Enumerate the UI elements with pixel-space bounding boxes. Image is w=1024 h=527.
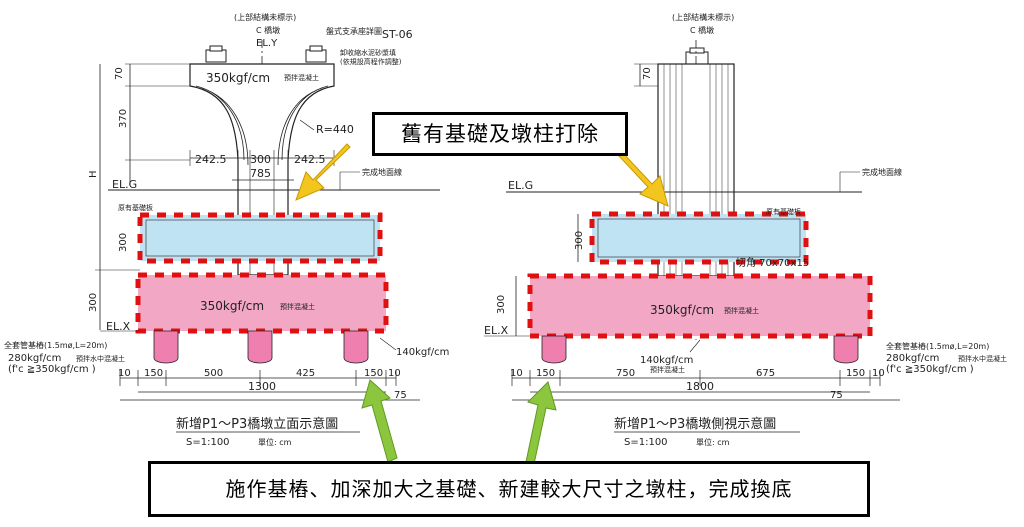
- right-el-x: EL.X: [484, 324, 509, 337]
- right-pile-1: [541, 335, 567, 364]
- left-lean-concrete: 140kgf/cm: [396, 347, 449, 358]
- green-arrow-right: [525, 381, 557, 465]
- right-dim-300-new: 300: [496, 295, 507, 314]
- left-bearing-label: 盤式支承座詳圖: [326, 26, 382, 36]
- right-pile-note-3: (f'c ≧350kgf/cm ): [886, 364, 974, 375]
- right-finished-ground: 完成地面線: [862, 167, 902, 177]
- right-new-footing: [527, 273, 873, 339]
- left-dim-300-width: 300: [250, 153, 271, 166]
- yellow-arrow-right: [617, 151, 669, 207]
- left-el-y: EL.Y: [256, 38, 278, 49]
- left-dim-300-new: 300: [88, 293, 99, 312]
- right-dim-b5: 10: [872, 368, 885, 379]
- left-dim-785: 785: [250, 167, 271, 180]
- left-old-footing: [137, 212, 383, 264]
- right-centerline-label: C 橋墩: [690, 25, 714, 35]
- right-dim-75: 75: [830, 390, 843, 401]
- left-dim-b5: 10: [388, 368, 401, 379]
- right-lean-concrete: 140kgf/cm: [640, 355, 693, 366]
- right-pile-note-2: 280kgf/cm: [886, 353, 939, 364]
- right-bearing: [685, 51, 709, 65]
- left-concrete-footing: 350kgf/cm: [200, 299, 264, 313]
- right-bottom-dims: [511, 370, 900, 401]
- right-piles: [541, 335, 859, 364]
- right-dim-b2: 750: [616, 368, 635, 379]
- right-pile-note-1: 全套管基樁(1.5mø,L=20m): [886, 341, 989, 351]
- left-dim-b2: 500: [204, 368, 223, 379]
- right-dim-300-old: 300: [574, 231, 585, 250]
- left-dim-b3: 425: [296, 368, 315, 379]
- left-title: 新增P1～P3橋墩立面示意圖: [176, 416, 338, 432]
- left-piles: [153, 330, 369, 364]
- left-pile-note-2: 280kgf/cm: [8, 353, 61, 364]
- right-dim-total: 1800: [686, 380, 714, 393]
- left-precast-footing: 預拌混凝土: [280, 302, 315, 311]
- right-old-footing: [589, 211, 809, 265]
- left-pier-note-2: (依規設高程作調整): [340, 57, 402, 66]
- right-superstructure-note: (上部結構未標示): [672, 12, 734, 22]
- left-concrete-top: 350kgf/cm: [206, 71, 270, 85]
- callout-new-construction: 施作基樁、加深加大之基礎、新建較大尺寸之墩柱，完成換底: [148, 461, 870, 517]
- right-old-footing-label: 原有基礎板: [766, 207, 801, 216]
- left-el-x: EL.X: [106, 320, 131, 333]
- right-scale: S=1:100: [624, 437, 668, 448]
- left-bottom-dims: [119, 370, 420, 401]
- left-new-footing: [135, 272, 389, 334]
- right-dim-70: 70: [642, 67, 653, 80]
- callout-demolish-old: 舊有基礎及墩柱打除: [372, 112, 628, 156]
- left-old-footing-label: 原有基礎板: [118, 203, 153, 212]
- right-pile-2: [833, 335, 859, 364]
- right-side-view: (上部結構未標示) C 橋墩 70 EL.G 完成地面線 原有基礎板 300: [484, 12, 1007, 448]
- yellow-arrow-left: [295, 143, 351, 201]
- left-dim-70: 70: [114, 67, 125, 80]
- right-pile-note-2b: 預拌水中混凝土: [958, 354, 1007, 363]
- left-dim-b4: 150: [364, 368, 383, 379]
- left-pier-note-1: 卸收縮水泥砂漿填: [340, 48, 396, 57]
- left-finished-ground: 完成地面線: [362, 167, 402, 177]
- left-bearings: [205, 45, 327, 63]
- yellow-arrows: [295, 143, 669, 207]
- right-title: 新增P1～P3橋墩側視示意圖: [614, 416, 776, 432]
- right-chamfer: 切角 70x70x15: [736, 257, 809, 269]
- right-ground-el: EL.G: [508, 179, 533, 192]
- right-dim-b4: 150: [846, 368, 865, 379]
- left-centerline-label: C 橋墩: [256, 25, 280, 35]
- left-dim-370: 370: [118, 109, 129, 128]
- left-unit: 單位: cm: [258, 437, 292, 447]
- left-pier-lines: [195, 85, 329, 166]
- left-dim-b1: 150: [144, 368, 163, 379]
- green-arrow-left: [361, 379, 398, 463]
- left-scale: S=1:100: [186, 437, 230, 448]
- left-bearing-code: ST-06: [382, 28, 413, 41]
- right-dim-b1: 150: [536, 368, 555, 379]
- left-pile-1: [153, 330, 179, 364]
- left-elevation: (上部結構未標示) C 橋墩 EL.Y 盤式支承座詳圖 ST-06 卸收縮水泥砂…: [4, 12, 449, 448]
- right-dim-b3: 675: [756, 368, 775, 379]
- right-lean-precast: 預拌混凝土: [650, 365, 685, 374]
- left-dim-300-old: 300: [118, 233, 129, 252]
- left-pile-2: [247, 330, 273, 364]
- left-dim-b0: 10: [118, 368, 131, 379]
- left-dim-75: 75: [394, 390, 407, 401]
- left-dim-total: 1300: [248, 380, 276, 393]
- right-concrete-footing: 350kgf/cm: [650, 303, 714, 317]
- left-dim-h: H: [88, 170, 99, 178]
- left-precast-top: 預拌混凝土: [284, 73, 319, 82]
- left-ground-el: EL.G: [112, 178, 137, 191]
- right-unit: 單位: cm: [696, 437, 730, 447]
- right-precast-footing: 預拌混凝土: [724, 306, 759, 315]
- left-pile-note-2b: 預拌水中混凝土: [76, 354, 125, 363]
- left-pile-3: [343, 330, 369, 364]
- left-pile-note-1: 全套管基樁(1.5mø,L=20m): [4, 340, 107, 350]
- left-dim-242-left: 242.5: [195, 153, 227, 166]
- left-superstructure-note: (上部結構未標示): [234, 12, 296, 22]
- green-arrows: [361, 379, 557, 465]
- left-dim-242-right: 242.5: [294, 153, 326, 166]
- left-radius: R=440: [316, 123, 354, 136]
- right-dim-b0: 10: [510, 368, 523, 379]
- left-pile-note-3: (f'c ≧350kgf/cm ): [8, 364, 96, 375]
